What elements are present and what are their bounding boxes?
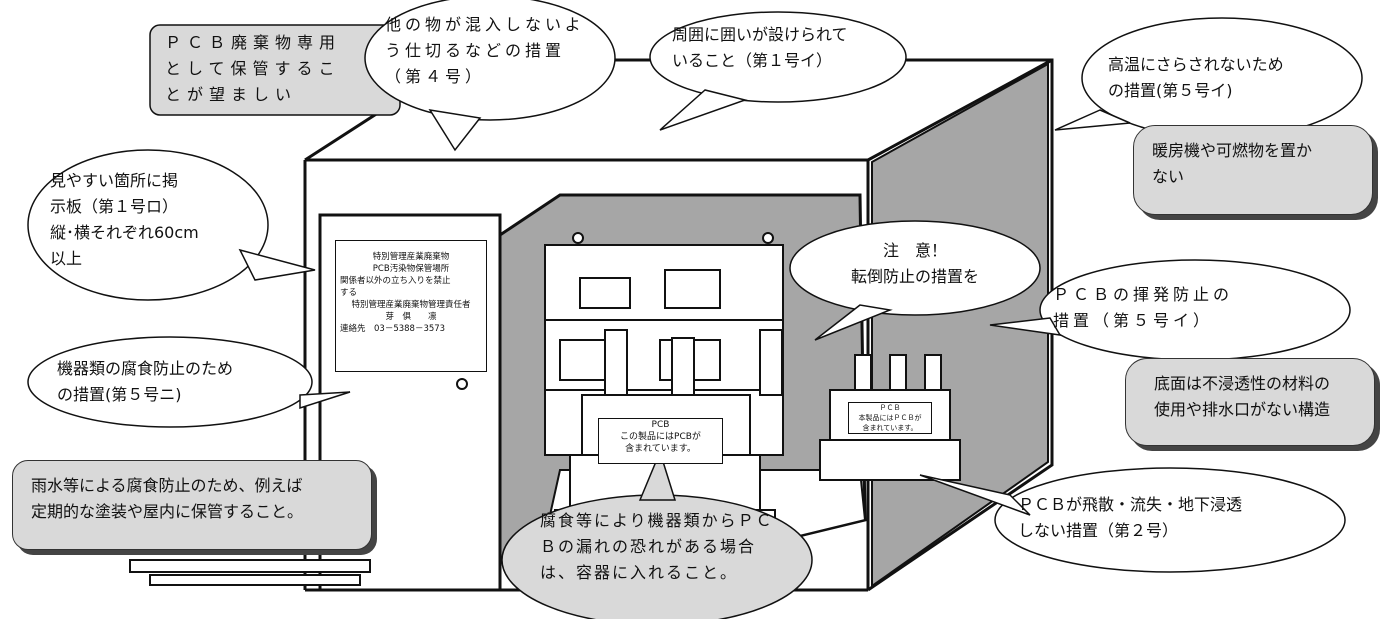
callout-caution: 注 意！ 転倒防止の措置を xyxy=(850,241,979,286)
storage-signboard: 特別管理産業廃棄物 PCB汚染物保管場所 関係者以外の立ち入りを禁止 する 特別… xyxy=(335,240,487,372)
sign-line-7: 連絡先 03－5388－3573 xyxy=(340,324,446,334)
callout-scatter: ＰＣＢが飛散・流失・地下浸透 しない措置（第２号） xyxy=(1018,495,1243,540)
callout-shapes xyxy=(27,0,1363,619)
callout-volatilization: ＰＣＢの揮発防止の 措置（第５号イ） xyxy=(1053,285,1234,330)
pcb-label-small-title: ＰＣＢ xyxy=(879,404,901,412)
sign-line-1: 特別管理産業廃棄物 xyxy=(372,252,450,262)
pcb-label-main: PCB この製品にはPCBが 含まれています。 xyxy=(598,418,723,464)
callout-signboard: 見やすい箇所に掲 示板（第１号ロ） 縦･横それぞれ60cm 以上 xyxy=(50,171,199,268)
callout-no-heaters: 暖房機や可燃物を置か ない xyxy=(1133,125,1373,215)
callout-high-temp: 高温にさらされないため の措置(第５号イ) xyxy=(1108,55,1284,100)
callout-enclosure: 周囲に囲いが設けられて いること（第１号イ） xyxy=(672,25,848,70)
sign-line-6: 芽 俱 凛 xyxy=(385,312,437,322)
sign-line-3: 関係者以外の立ち入りを禁止 xyxy=(340,276,451,286)
pcb-label-main-title: PCB xyxy=(651,420,670,430)
pcb-label-small: ＰＣＢ 本製品にはＰＣＢが 含まれています。 xyxy=(848,402,932,434)
callout-storage-dedicated: ＰＣＢ廃棄物専用 として保管するこ とが望ましい xyxy=(165,33,342,104)
callout-partition: 他の物が混入しないよ う仕切るなどの措置 （第４号） xyxy=(385,15,585,86)
steps xyxy=(129,559,371,586)
door-knob xyxy=(456,378,468,390)
pcb-label-main-text: この製品にはPCBが 含まれています。 xyxy=(620,432,701,454)
callout-floor: 底面は不浸透性の材料の 使用や排水口がない構造 xyxy=(1125,358,1375,446)
sign-line-4: する xyxy=(340,288,358,298)
callout-rainwater: 雨水等による腐食防止のため、例えば 定期的な塗装や屋内に保管すること。 xyxy=(12,460,372,550)
pcb-label-small-text: 本製品にはＰＣＢが 含まれています。 xyxy=(858,414,922,432)
sign-line-5: 特別管理産業廃棄物管理責任者 xyxy=(351,300,471,310)
callout-corrosion-equipment: 機器類の腐食防止のため の措置(第５号ニ) xyxy=(57,359,234,404)
sign-line-2: PCB汚染物保管場所 xyxy=(372,264,450,274)
callout-leakage: 腐食等により機器類からＰＣ Ｂの漏れの恐れがある場合 は、容器に入れること。 xyxy=(540,511,774,582)
